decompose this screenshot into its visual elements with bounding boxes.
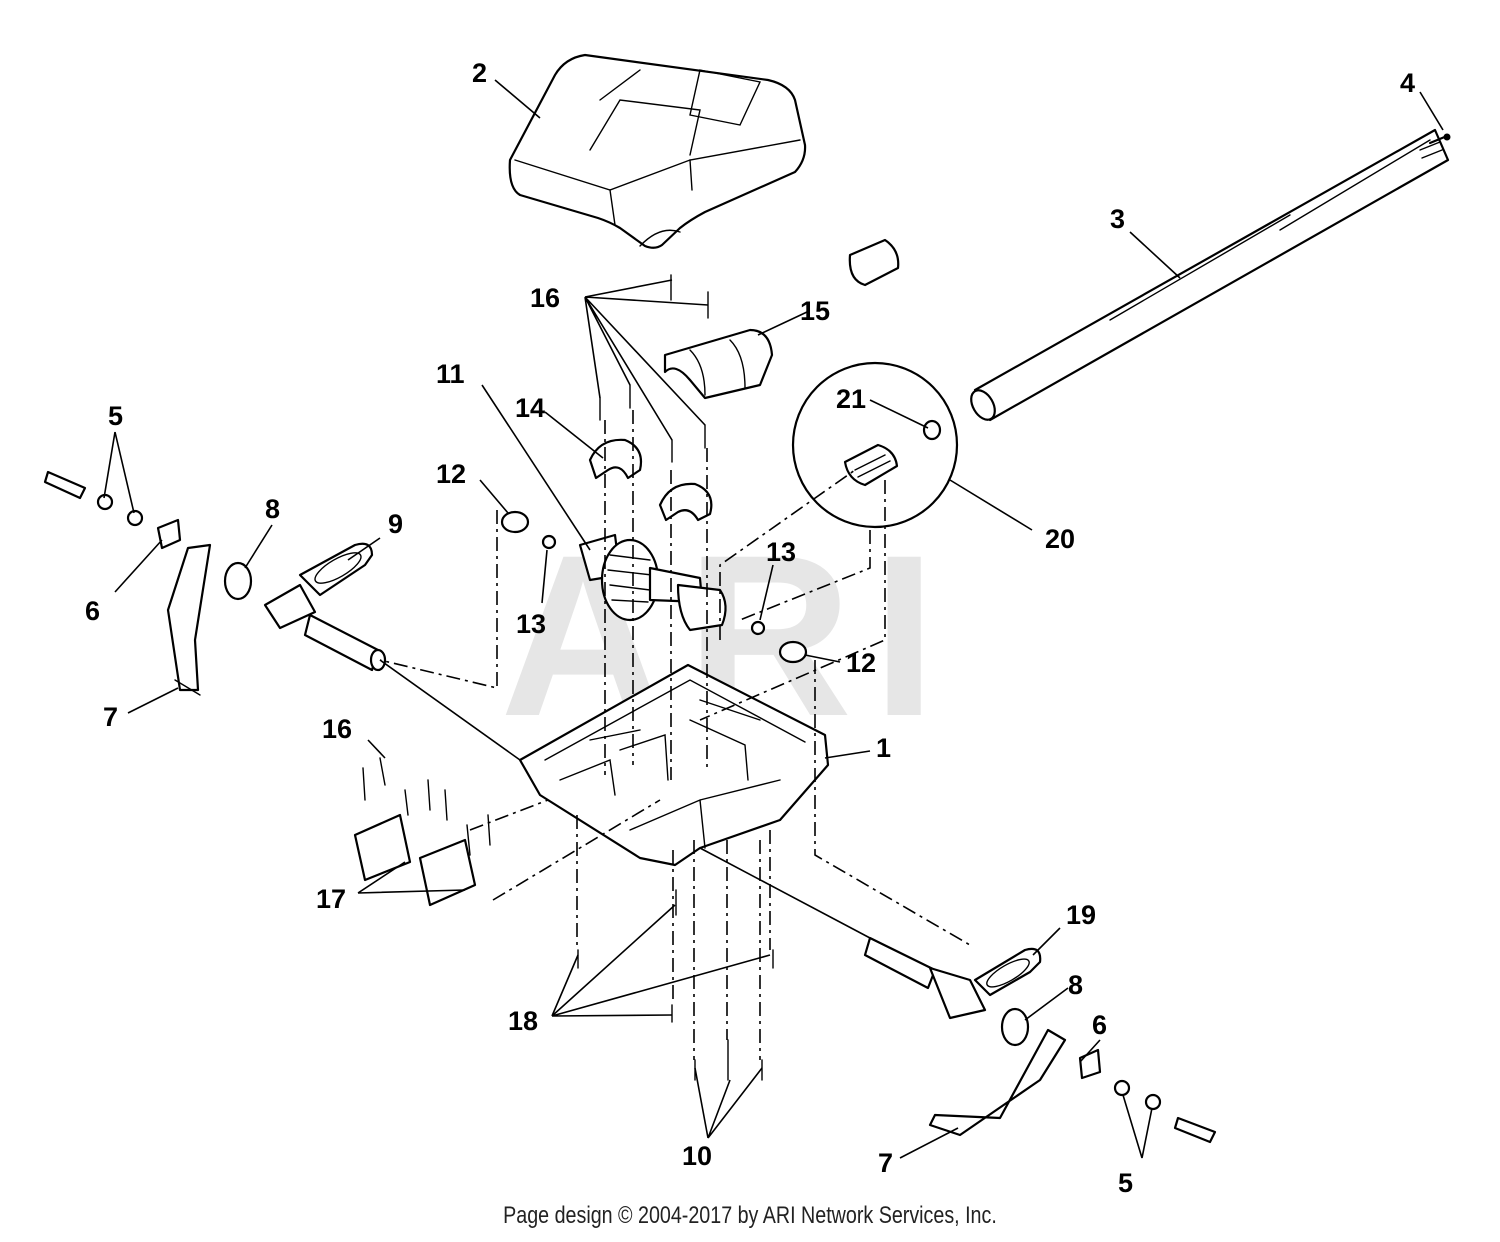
part-pedal-shaft-left	[263, 542, 387, 672]
callout-13-right: 13	[766, 537, 796, 567]
callout-16-left: 16	[322, 714, 352, 744]
callout-11: 11	[436, 359, 465, 389]
part-bearing-cap-15	[663, 328, 774, 400]
part-cover	[508, 53, 807, 249]
callout-9: 9	[388, 509, 403, 539]
callout-5-right: 5	[1118, 1168, 1133, 1198]
part-washer-13	[541, 534, 766, 636]
callout-20: 20	[1045, 524, 1075, 554]
callout-labels: 2 3 4 5 5 6 6 7 7 8 8 9 10 11 12 12 13 1…	[85, 58, 1415, 1198]
callout-14: 14	[515, 393, 545, 423]
callout-19: 19	[1066, 900, 1096, 930]
callout-15: 15	[800, 296, 830, 326]
callout-16-top: 16	[530, 283, 560, 313]
screws	[362, 274, 774, 1081]
part-clamp-17	[353, 813, 477, 907]
part-housing	[518, 663, 830, 867]
callout-7-left: 7	[103, 702, 118, 732]
shaft-line-right	[699, 847, 871, 939]
part-pin	[1428, 133, 1451, 145]
callout-4: 4	[1400, 68, 1415, 98]
callout-10: 10	[682, 1141, 712, 1171]
part-bearing-14	[588, 438, 713, 522]
callout-6-right: 6	[1092, 1010, 1107, 1040]
part-gear-assembly	[578, 533, 727, 632]
callout-18: 18	[508, 1006, 538, 1036]
callout-8-right: 8	[1068, 970, 1083, 1000]
part-shaft	[970, 128, 1450, 422]
centerlines	[379, 410, 971, 1060]
callout-6-left: 6	[85, 596, 100, 626]
part-pedal-arm-7	[166, 543, 1067, 1137]
callout-2: 2	[472, 58, 487, 88]
part-ring-8	[223, 561, 1030, 1047]
callout-7-right: 7	[878, 1148, 893, 1178]
callout-12-left: 12	[436, 459, 466, 489]
callout-12-right: 12	[846, 648, 876, 678]
leader-lines	[103, 79, 1444, 1159]
part-bushing-12	[500, 510, 808, 664]
detail-circle	[791, 238, 959, 529]
part-key-6	[156, 518, 1102, 1080]
callout-1: 1	[876, 733, 891, 763]
shaft-line-left	[379, 659, 521, 761]
callout-21: 21	[836, 384, 866, 414]
part-bolt-washer-5	[43, 470, 1217, 1144]
callout-13-left: 13	[516, 609, 546, 639]
callout-3: 3	[1110, 204, 1125, 234]
copyright-footer: Page design © 2004-2017 by ARI Network S…	[503, 1202, 997, 1229]
callout-17: 17	[316, 884, 346, 914]
callout-8-left: 8	[265, 494, 280, 524]
callout-5-left: 5	[108, 401, 123, 431]
part-pedal-shaft-right	[863, 936, 1042, 1020]
